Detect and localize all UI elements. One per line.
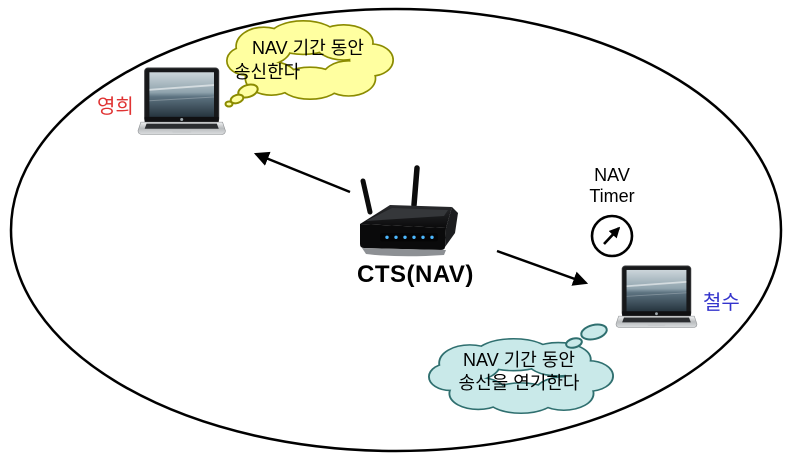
thought-trail-left [224, 83, 259, 108]
nav-timer-line2: Timer [589, 186, 635, 206]
router-antenna-right [411, 165, 420, 208]
nav-timer-label: NAV Timer [574, 165, 650, 207]
nav-timer-line1: NAV [594, 165, 630, 185]
laptop-left [137, 67, 226, 135]
station-label-left: 영희 [97, 96, 134, 118]
router-antenna-left [360, 178, 373, 215]
thought-text-right: NAV 기간 동안 송신을 연기한다 [433, 349, 605, 395]
thought-left-line2: 송신한다 [234, 62, 301, 82]
access-point-label: CTS(NAV) [357, 261, 474, 288]
router-leds [385, 235, 434, 239]
cts-arrow-to-right-laptop [496, 249, 589, 286]
thought-cloud-right [427, 323, 615, 415]
station-label-right: 철수 [703, 292, 740, 314]
wireless-range-ellipse [9, 7, 783, 453]
laptop-right [615, 265, 698, 329]
router [360, 165, 458, 257]
cts-arrow-to-left-laptop [253, 151, 351, 194]
thought-right-line2: 송신을 연기한다 [458, 373, 580, 393]
thought-text-left: NAV 기간 동안 송신한다 [234, 36, 364, 84]
thought-trail-right [565, 323, 608, 349]
nav-timer-icon [590, 214, 634, 258]
thought-right-line1: NAV 기간 동안 [463, 350, 575, 370]
thought-left-line1: NAV 기간 동안 [252, 38, 364, 58]
thought-cloud-left [224, 19, 395, 108]
